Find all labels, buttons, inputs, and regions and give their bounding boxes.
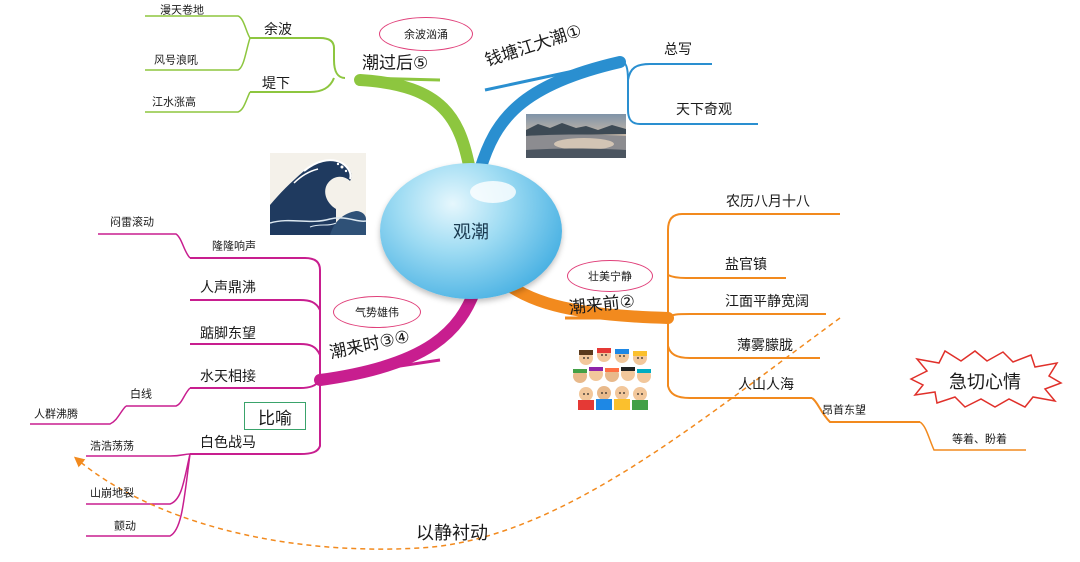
contrast-label: 以静衬动: [416, 523, 488, 544]
node-baise-zhanma[interactable]: 白色战马: [200, 435, 256, 451]
node-menlei-gundong[interactable]: 闷雷滚动: [110, 215, 154, 229]
tag-yubo-xiongyong-text: 余波汹涌: [404, 28, 448, 41]
node-nongli[interactable]: 农历八月十八: [726, 194, 810, 210]
branch-blue-trunk: [474, 56, 626, 176]
tag-zhuangmei-ningjing-text: 壮美宁静: [588, 270, 632, 283]
crowd-cartoon: [573, 348, 651, 410]
node-jiangmian[interactable]: 江面平静宽阔: [725, 294, 809, 310]
node-renqun-feiteng[interactable]: 人群沸腾: [34, 407, 78, 421]
contrast-arrow: [73, 317, 841, 550]
node-shuitian-xiangjie[interactable]: 水天相接: [200, 369, 256, 385]
starburst-shape: [909, 349, 1063, 408]
tag-yubo-xiongyong: 余波汹涌: [379, 17, 473, 51]
tag-zhuangmei-ningjing: 壮美宁静: [567, 260, 653, 292]
node-rensheng-dingfei[interactable]: 人声鼎沸: [200, 280, 256, 296]
node-yubo[interactable]: 余波: [264, 22, 292, 38]
bubble-highlight: [470, 181, 516, 203]
branch-title-chaoguohou[interactable]: 潮过后⑤: [362, 53, 429, 74]
node-jiangshui-zhanggao[interactable]: 江水涨高: [152, 95, 196, 109]
node-shanbeng-dilie[interactable]: 山崩地裂: [90, 486, 134, 500]
node-yanguan[interactable]: 盐官镇: [725, 257, 767, 273]
node-chandong[interactable]: 颤动: [114, 519, 136, 533]
tag-qishi-xiongwei: 气势雄伟: [333, 296, 421, 328]
node-dengzhe-panzhe[interactable]: 等着、盼着: [952, 432, 1007, 446]
node-haohao-dangdang[interactable]: 浩浩荡荡: [90, 439, 134, 453]
node-bowu[interactable]: 薄雾朦胧: [737, 338, 793, 354]
node-zongxie[interactable]: 总写: [664, 42, 692, 58]
node-angshou-dongwang[interactable]: 昂首东望: [822, 403, 866, 417]
node-renshan-renhai[interactable]: 人山人海: [738, 377, 794, 393]
node-longlong-xiangsheng[interactable]: 隆隆响声: [212, 239, 256, 253]
tag-qishi-xiongwei-text: 气势雄伟: [355, 306, 399, 319]
node-fenghao-langhou[interactable]: 风号浪吼: [154, 53, 198, 67]
branch-green-trunk: [354, 74, 476, 176]
river-dusk-photo: [526, 114, 626, 158]
great-wave-picture: [270, 153, 366, 235]
central-topic[interactable]: 观潮: [380, 163, 562, 299]
node-mantian-juandi[interactable]: 漫天卷地: [160, 3, 204, 17]
metaphor-box: 比喻: [244, 402, 306, 430]
branch-blue-label-line: [484, 58, 626, 92]
central-topic-label: 观潮: [453, 222, 489, 243]
node-dianjiao-dongwang[interactable]: 踮脚东望: [200, 326, 256, 342]
metaphor-label: 比喻: [258, 408, 292, 429]
eager-feeling-label: 急切心情: [949, 372, 1021, 393]
node-tianxia-qiguan[interactable]: 天下奇观: [676, 102, 732, 118]
node-baixian[interactable]: 白线: [130, 387, 152, 401]
node-dixia[interactable]: 堤下: [262, 76, 290, 92]
